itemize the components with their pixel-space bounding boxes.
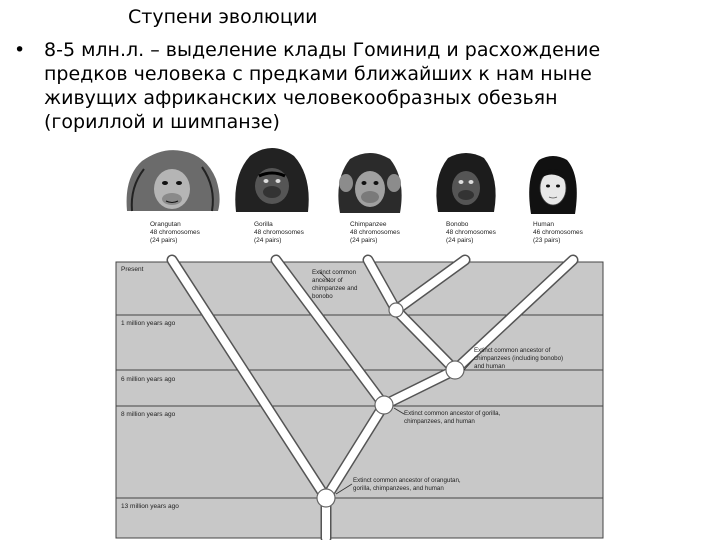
ancestor-node [374,395,394,415]
note-chimp-bonobo-ancestor: Extinct common ancestor of chimpanzee an… [312,269,357,301]
species-name: Orangutan [150,221,181,228]
species-label-bonobo: Bonobo 48 chromosomes (24 pairs) [446,221,496,245]
time-label-6-myr: 6 million years ago [121,376,176,383]
species-label-orangutan: Orangutan 48 chromosomes (24 pairs) [150,221,200,245]
species-chromosomes: 48 chromosomes [446,229,496,236]
time-band [115,314,604,371]
species-chromosomes: 48 chromosomes [254,229,304,236]
note-line: and human [474,363,505,370]
species-name: Bonobo [446,221,469,228]
bullet-line-1: 8-5 млн.л. – выделение клады Гоминид и р… [44,39,601,61]
note-line: Extinct common [312,269,357,276]
time-label-13-myr: 13 million years ago [121,503,179,510]
pointer-lines [319,271,475,495]
species-pairs: (24 pairs) [150,237,178,244]
species-chromosomes: 46 chromosomes [533,229,583,236]
note-line: Extinct common ancestor of gorilla, [404,410,501,417]
note-line: ancestor of [312,277,343,284]
note-line: chimpanzee and [312,285,358,292]
bonobo-image [436,153,496,212]
ancestor-node [316,488,336,508]
species-chromosomes: 48 chromosomes [350,229,400,236]
note-line: bonobo [312,293,333,300]
bullet-line-2: предков человека с предками ближайших к … [44,63,592,85]
time-label-8-myr: 8 million years ago [121,411,176,418]
note-line: Extinct common ancestor of [474,347,551,354]
time-label-1-myr: 1 million years ago [121,320,176,327]
note-line: chimpanzees (including bonobo) [474,355,564,362]
branches [168,256,577,540]
species-label-gorilla: Gorilla 48 chromosomes (24 pairs) [254,221,304,245]
slide-title: Ступени эволюции [128,6,318,28]
time-band [115,497,604,539]
bullet-line-4: (гориллой и шимпанзе) [44,111,280,133]
ancestor-nodes [316,302,465,508]
chimpanzee-image [338,153,402,213]
species-name: Chimpanzee [350,221,387,228]
note-chimp-human-ancestor: Extinct common ancestor of chimpanzees (… [474,347,563,371]
bullet-dot-icon: • [14,39,26,61]
species-label-chimpanzee: Chimpanzee 48 chromosomes (24 pairs) [350,221,400,245]
species-pairs: (23 pairs) [533,237,561,244]
bullet-line-3: живущих африканских человекообразных обе… [44,87,558,109]
species-label-human: Human 46 chromosomes (23 pairs) [533,221,583,245]
note-gorilla-ancestor: Extinct common ancestor of gorilla, chim… [404,410,500,426]
time-label-present: Present [121,266,144,273]
gorilla-image [235,148,309,212]
species-pairs: (24 pairs) [350,237,378,244]
note-line: gorilla, chimpanzees, and human [353,485,444,492]
species-chromosomes: 48 chromosomes [150,229,200,236]
note-line: chimpanzees, and human [404,418,475,425]
note-orangutan-ancestor: Extinct common ancestor of orangutan, go… [353,477,461,493]
ancestor-node [388,302,404,318]
species-pairs: (24 pairs) [446,237,474,244]
ancestor-node [445,360,465,380]
orangutan-image [126,150,220,212]
species-name: Human [533,221,554,228]
human-image [529,156,577,214]
time-bands [115,261,604,539]
note-line: Extinct common ancestor of orangutan, [353,477,461,484]
species-pairs: (24 pairs) [254,237,282,244]
species-name: Gorilla [254,221,273,228]
